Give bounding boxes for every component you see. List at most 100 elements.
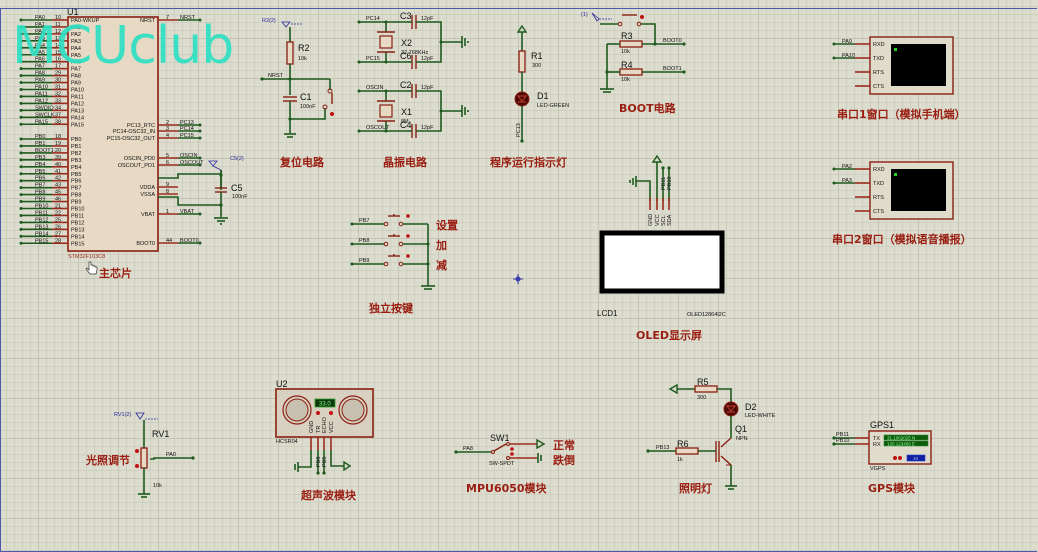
mcu-pin-net: SWDIO [35,105,54,111]
mcu-pin-net: PB13 [35,224,48,230]
mcu-pin-net: PB7 [35,183,45,189]
mcu-pin-name: PC14-OSC32_IN [113,129,155,135]
crystal-net-out: OSCOUT [366,125,390,131]
mcu-pin-net: VBAT [180,209,195,215]
mcu-pin-name: OSCIN_PD0 [124,156,155,162]
mcu-pin-name: PA2 [71,32,81,38]
mcu-pin-net: PB1 [35,141,45,147]
probe-icon[interactable] [208,160,218,167]
lamp-circuit[interactable]: R5 300 D2 LED-WHITE Q1 NPN PB13 R6 1k 照明… [646,377,776,495]
r1-resistor[interactable] [518,50,526,73]
terminal-net: PA3 [842,178,852,184]
mcu-pin-name: PB14 [71,234,84,240]
crystal-body[interactable] [379,104,393,118]
reset-net: NRST [268,73,284,79]
terminal-pin-cts: CTS [873,84,884,90]
terminal-net: PA9 [842,39,852,45]
mcu-pin-number: 8 [166,189,169,195]
crystal-body[interactable] [379,35,393,49]
ultrasonic-label: 超声波模块 [300,488,357,502]
run-led-circuit[interactable]: R1 300 D1 LED-GREEN PC13 程序运行指示灯 [490,24,569,169]
light-sensor-circuit[interactable]: RV1(2) RV1 PA0 10k 光照调节 [85,412,195,498]
mcu-pin-name: VDDA [140,185,156,191]
mcu-pin-net: PC14 [180,126,194,132]
mcu-pin-net: PB6 [35,176,45,182]
mcu-pin-name: PB15 [71,241,84,247]
boot-circuit[interactable]: (1) R3 10k BOOT0 R4 10k BOOT1 BOOT电路 [581,12,686,115]
key-net: PB8 [359,238,369,244]
r1-value: 300 [532,63,541,69]
mcu-pin-name: PB3 [71,158,81,164]
gps-pin-rx: RX [873,442,881,448]
mpu6050-switch[interactable]: SW1 PA8 SW-SPDT 正常 跌倒 MPU6050模块 [454,433,575,495]
mcu-pin-number: 31 [55,85,61,91]
q1-ref: Q1 [735,424,747,434]
d2-led-icon[interactable] [723,401,739,417]
terminal-screen[interactable] [891,44,946,86]
reset-circuit[interactable]: R2(2) R2 10k NRST C1 100nF 复位电路 [260,18,334,169]
mcu-pin-net: PB0 [35,134,45,140]
mcu-pin-net: BOOT1 [35,148,54,154]
r3-resistor[interactable] [619,40,643,48]
mcu-pin-name: PA3 [71,39,81,45]
mcu-pin-net: PA0 [35,15,45,21]
mcu-pin-number: 22 [55,210,61,216]
crystal-net-in: OSCIN [366,85,383,91]
c1-value: 100nF [300,104,316,110]
mcu-pin-number: 13 [55,36,61,42]
mcu-pin-number: 44 [166,238,172,244]
r2-resistor[interactable] [286,41,294,65]
crystal-label: 晶振电路 [383,155,428,169]
mcu-pin-number: 29 [55,71,61,77]
mcu-pin-name: BOOT0 [136,241,155,247]
r3-value: 10k [621,49,630,55]
r4-resistor[interactable] [619,68,643,76]
terminal-pin-txd: TXD [873,56,884,62]
u2-ref: U2 [276,379,288,389]
mcu-pin-net: PA4 [35,43,45,49]
gps-part: VGPS [870,466,886,472]
terminal-pin-rxd: RXD [873,42,885,48]
d1-value: LED-GREEN [537,103,569,109]
terminal-screen[interactable] [891,169,946,211]
mcu-pin-name: PB0 [71,137,81,143]
probe-icon[interactable] [591,12,600,22]
mcu-pin-net: PB15 [35,238,48,244]
c1-ref: C1 [300,92,312,102]
d1-led-icon[interactable] [514,91,530,107]
mcu-pin-net: PA9 [35,78,45,84]
key-name-label: 设置 [436,218,458,232]
rv1-potentiometer[interactable] [140,447,148,469]
mcu-pin-name: OSCOUT_PD1 [118,163,155,169]
probe-icon[interactable] [281,21,291,28]
mcu-pin-name: PB2 [71,151,81,157]
mcu-pin-number: 26 [55,224,61,230]
mcu-pin-name: PA9 [71,81,81,87]
key-net: PB7 [359,218,369,224]
mcu-pin-number: 32 [55,91,61,97]
probe-icon[interactable] [135,412,145,420]
mcu-pin-name: PA14 [71,115,84,121]
uart2-label: 串口2窗口（模拟语音播报） [832,232,972,246]
mcu-pin-number: 28 [55,238,61,244]
mcu-pin-number: 42 [55,176,61,182]
mcu-body[interactable] [67,16,159,252]
oled-pin-sda: SDA [667,214,673,226]
q1-value: NPN [736,436,748,442]
mcu-pin-name: PA0-WKUP [71,18,100,24]
sw1-lever[interactable] [493,443,507,452]
gps-module[interactable]: GPS1 TX RX 31.1062025 N 120.123456 E 10 … [832,420,932,495]
oled-screen[interactable] [599,230,725,294]
mcu-pin-name: PC15-OSC32_OUT [107,136,156,142]
